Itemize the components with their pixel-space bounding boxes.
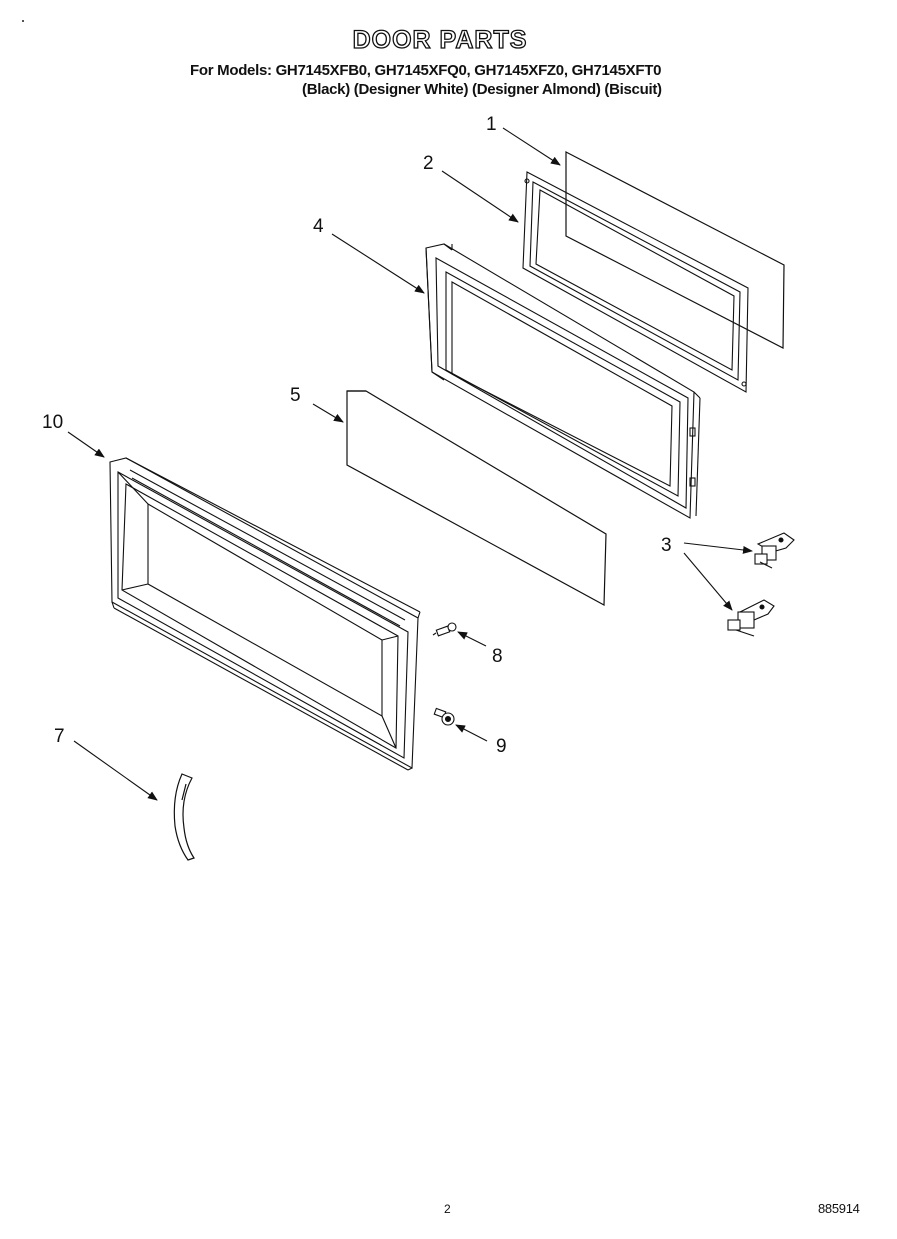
part-3-hinges bbox=[727, 532, 795, 637]
lower-hinge bbox=[727, 599, 775, 637]
page-number: 2 bbox=[444, 1202, 451, 1216]
callout-3: 3 bbox=[661, 535, 672, 556]
leader-2 bbox=[441, 170, 519, 223]
part-4-inner-door bbox=[425, 243, 701, 519]
leader-lines bbox=[67, 127, 753, 801]
callout-9: 9 bbox=[496, 736, 507, 757]
page-title: DOOR PARTS bbox=[352, 25, 528, 54]
part-8-screw bbox=[432, 622, 457, 637]
callout-8: 8 bbox=[492, 646, 503, 667]
leader-9 bbox=[455, 724, 488, 742]
document-number: 885914 bbox=[818, 1201, 860, 1216]
part-7-door-trim bbox=[173, 773, 195, 861]
leader-5 bbox=[312, 403, 344, 423]
leader-1 bbox=[502, 127, 561, 166]
color-list: (Black) (Designer White) (Designer Almon… bbox=[302, 81, 662, 98]
part-9-fastener bbox=[433, 707, 455, 726]
callout-5: 5 bbox=[290, 385, 301, 406]
leader-4 bbox=[331, 233, 425, 294]
stray-mark bbox=[22, 20, 24, 22]
part-10-outer-door-frame bbox=[109, 457, 421, 771]
part-5-door-panel bbox=[346, 390, 607, 606]
callout-10: 10 bbox=[42, 412, 63, 433]
leader-8 bbox=[457, 631, 487, 647]
callout-2: 2 bbox=[423, 153, 434, 174]
leader-7 bbox=[73, 740, 158, 801]
part-2-door-seal bbox=[522, 171, 749, 393]
callout-7: 7 bbox=[54, 726, 65, 747]
callout-4: 4 bbox=[313, 216, 324, 237]
leader-3a bbox=[683, 542, 753, 554]
upper-hinge bbox=[754, 532, 795, 569]
leader-3b bbox=[683, 552, 733, 611]
leader-10 bbox=[67, 431, 105, 458]
model-list: For Models: GH7145XFB0, GH7145XFQ0, GH71… bbox=[190, 62, 662, 79]
callout-1: 1 bbox=[486, 114, 497, 135]
